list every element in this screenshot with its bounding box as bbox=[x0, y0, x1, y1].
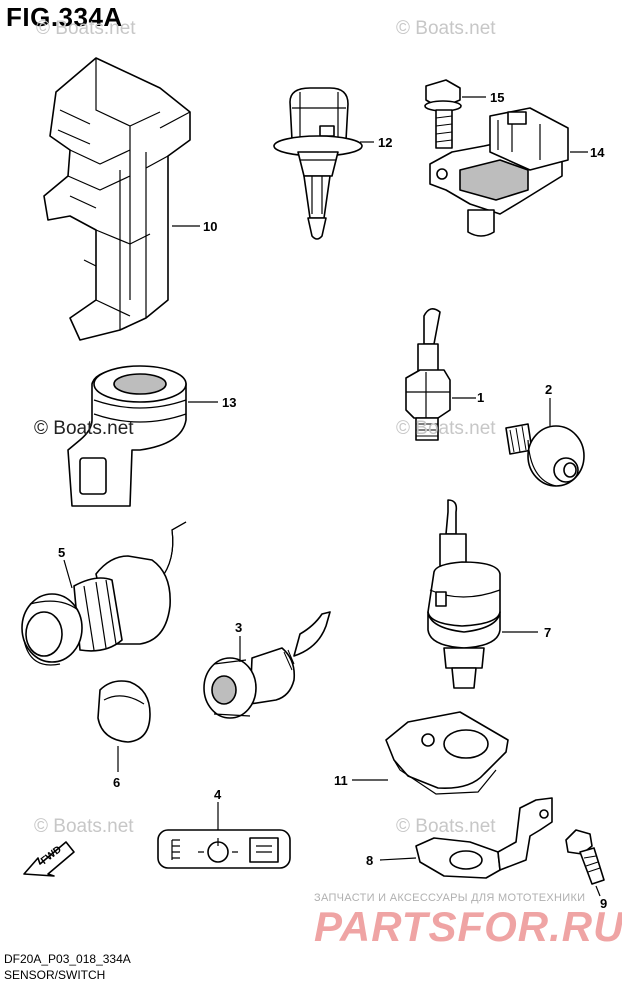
callout-4[interactable]: 4 bbox=[214, 787, 222, 802]
callout-8[interactable]: 8 bbox=[366, 853, 374, 868]
figure-title: FIG.334A bbox=[6, 2, 123, 32]
part-9-bolt[interactable] bbox=[565, 829, 605, 885]
diagram-code: DF20A_P03_018_334A bbox=[4, 952, 131, 966]
part-5-switch[interactable] bbox=[21, 521, 187, 666]
fwd-arrow bbox=[23, 841, 75, 877]
callout-7[interactable]: 7 bbox=[544, 625, 552, 640]
callout-10[interactable]: 10 bbox=[203, 219, 218, 234]
callout-1[interactable]: 1 bbox=[477, 390, 485, 405]
brand-logo-text: PARTSFOR.RU bbox=[314, 903, 622, 950]
part-2-knock-sensor[interactable] bbox=[505, 423, 585, 487]
callout-2[interactable]: 2 bbox=[545, 382, 553, 397]
part-12-sensor[interactable] bbox=[273, 87, 363, 240]
part-7-switch[interactable] bbox=[427, 499, 501, 689]
part-13-grommet[interactable] bbox=[67, 365, 187, 507]
leader-9 bbox=[595, 885, 601, 897]
part-1-sensor[interactable] bbox=[405, 308, 451, 441]
part-11-bracket[interactable] bbox=[385, 711, 509, 795]
callout-12[interactable]: 12 bbox=[378, 135, 393, 150]
watermark: © Boats.net bbox=[396, 18, 496, 39]
part-10-bracket[interactable] bbox=[43, 57, 191, 341]
watermark-main: © Boats.net bbox=[34, 418, 134, 439]
promo-text: ЗАПЧАСТИ И АКСЕССУАРЫ ДЛЯ МОТОТЕХНИКИ bbox=[314, 892, 586, 904]
callout-14[interactable]: 14 bbox=[590, 145, 605, 160]
watermark: © Boats.net bbox=[36, 18, 136, 39]
watermark: © Boats.net bbox=[396, 418, 496, 439]
part-6-cap[interactable] bbox=[97, 680, 151, 743]
callout-3[interactable]: 3 bbox=[235, 620, 243, 635]
leader-8 bbox=[379, 857, 417, 861]
part-4-label[interactable] bbox=[157, 829, 291, 869]
part-15-bolt[interactable] bbox=[424, 79, 462, 149]
part-3-sensor[interactable] bbox=[203, 611, 331, 719]
callout-11[interactable]: 11 bbox=[334, 773, 348, 788]
callout-15[interactable]: 15 bbox=[490, 90, 505, 105]
watermark: © Boats.net bbox=[396, 816, 496, 837]
leader-5 bbox=[63, 559, 73, 589]
callout-6[interactable]: 6 bbox=[113, 775, 121, 790]
diagram-caption: SENSOR/SWITCH bbox=[4, 968, 106, 982]
callout-9[interactable]: 9 bbox=[600, 896, 608, 911]
part-8-bracket[interactable] bbox=[415, 797, 553, 879]
part-14-pressure-sensor[interactable] bbox=[429, 107, 569, 237]
callout-5[interactable]: 5 bbox=[58, 545, 66, 560]
callout-13[interactable]: 13 bbox=[222, 395, 237, 410]
watermark: © Boats.net bbox=[34, 816, 134, 837]
